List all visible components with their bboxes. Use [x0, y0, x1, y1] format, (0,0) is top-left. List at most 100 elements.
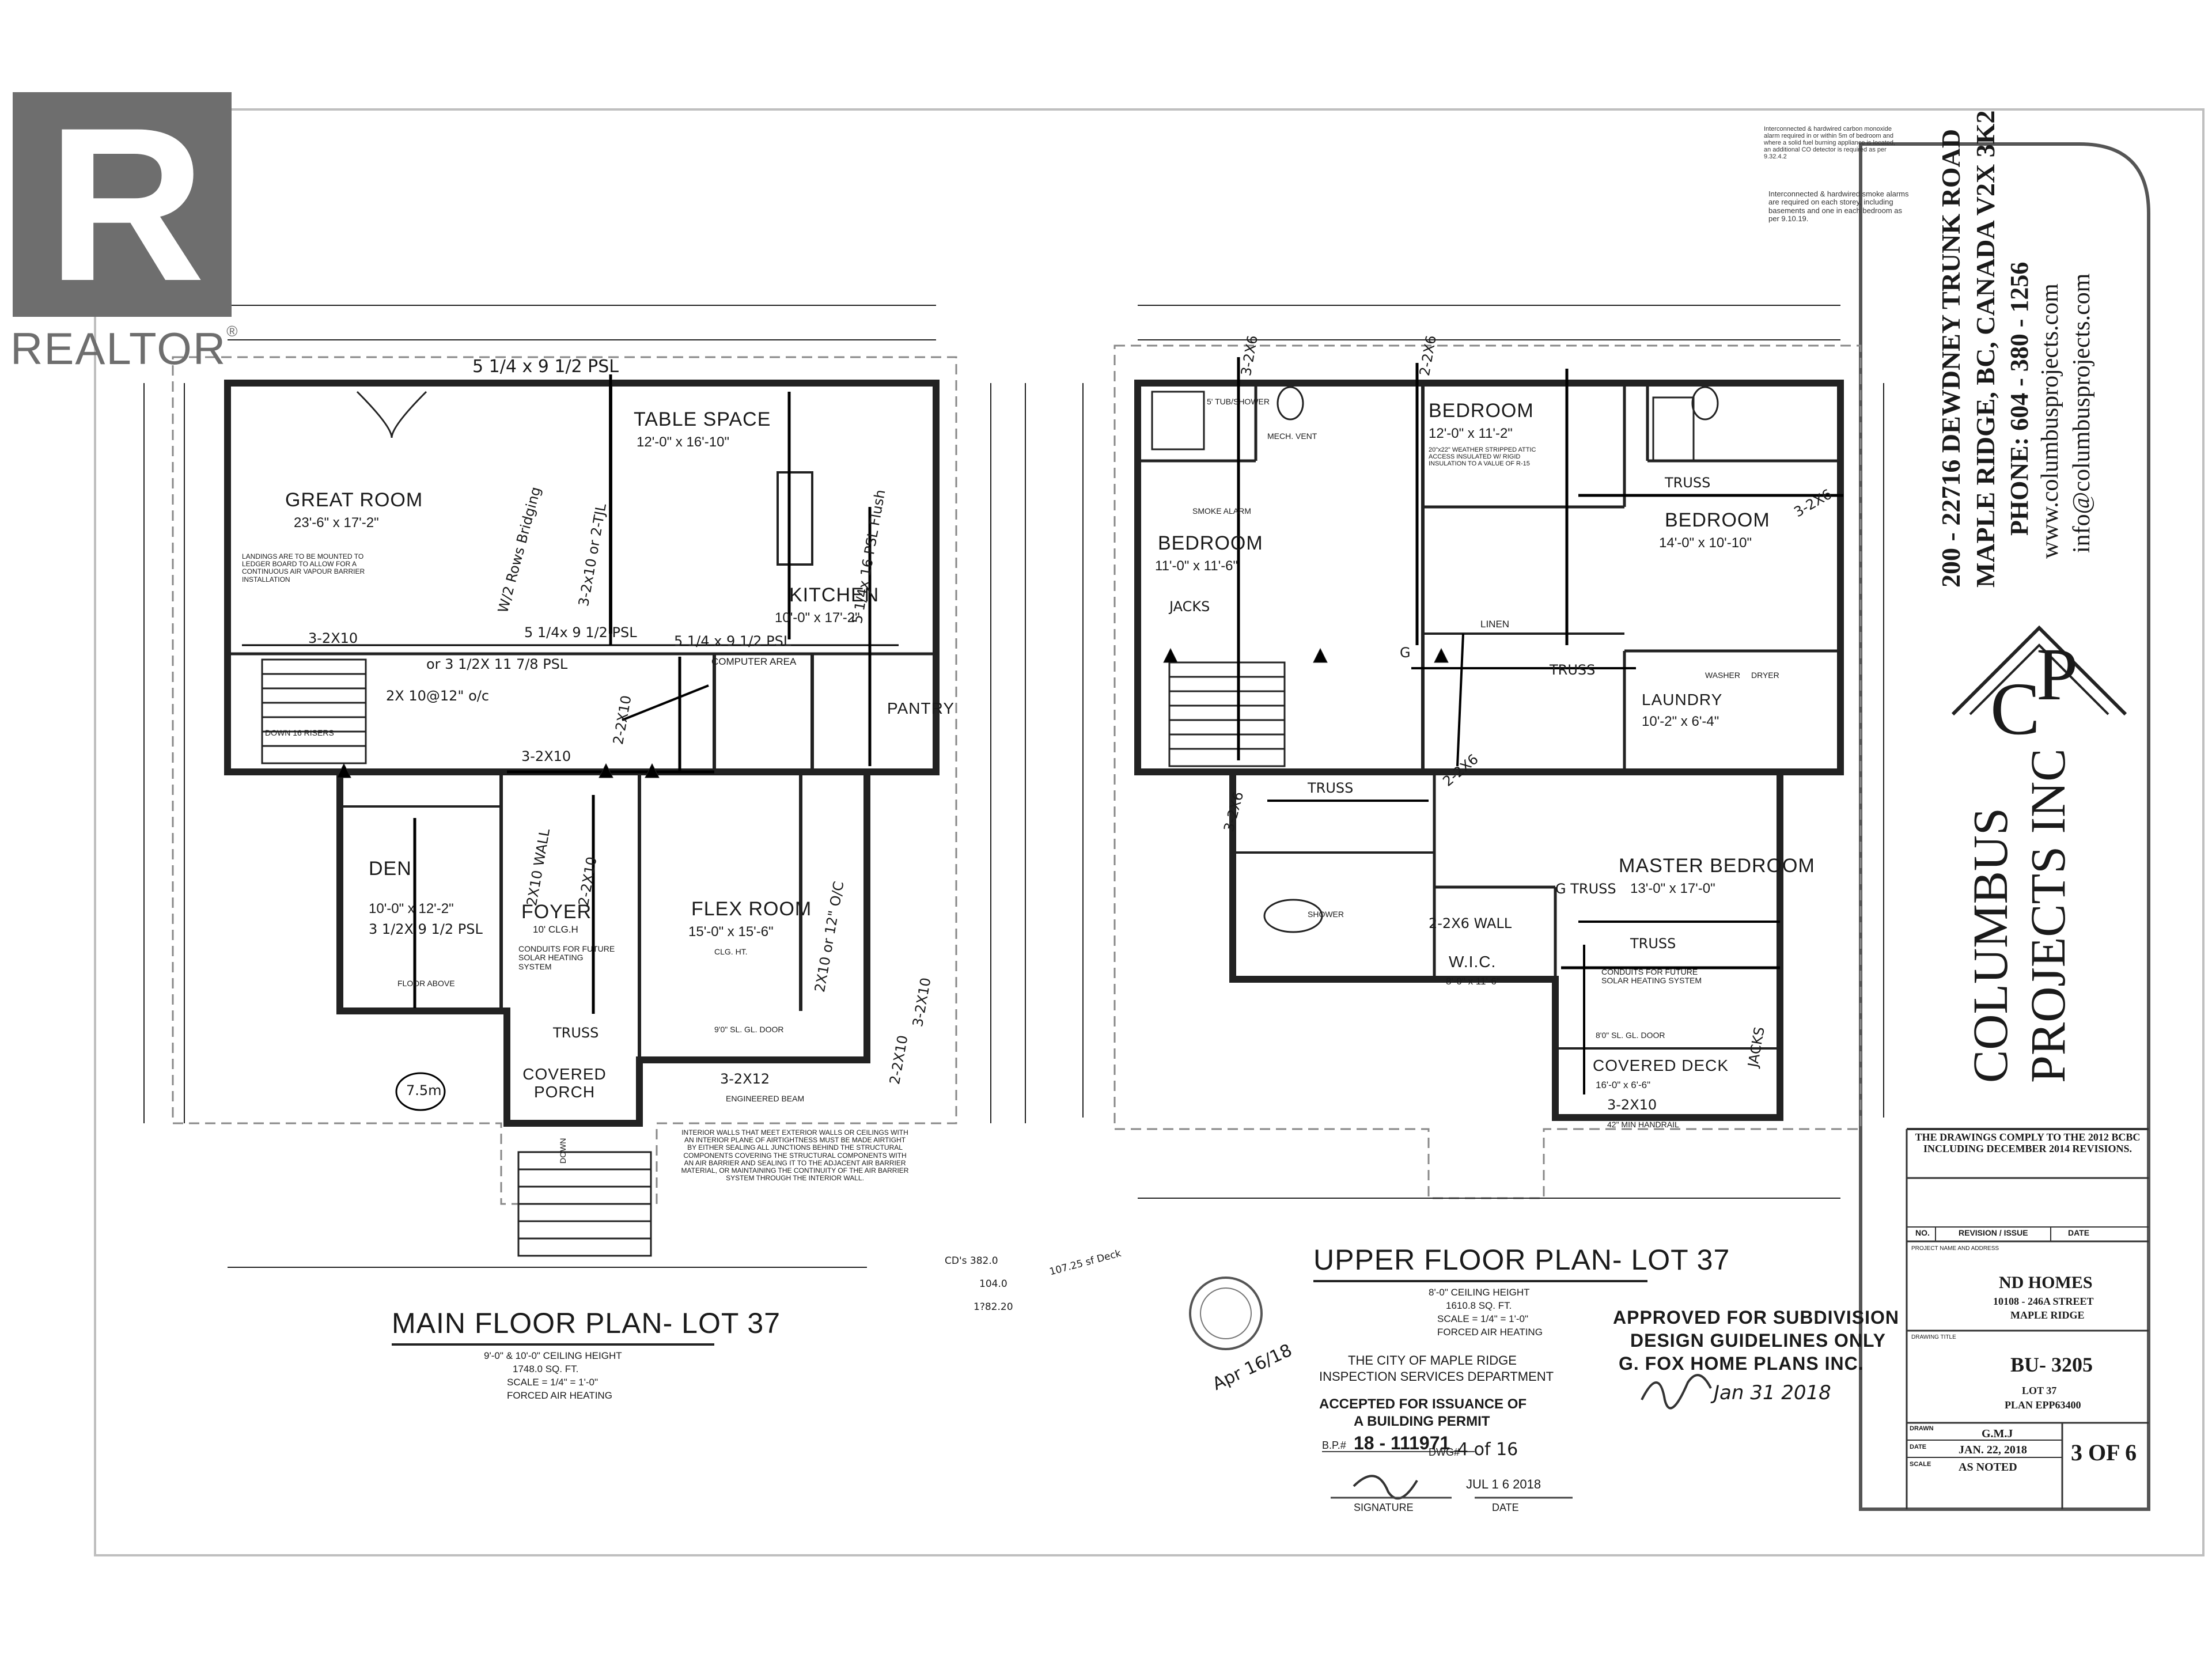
- tb-sheet-number: 3 OF 6: [2071, 1440, 2137, 1465]
- stamp-handwritten-date: Jan 31 2018: [1714, 1381, 1831, 1404]
- main-note-3-2x10-mid: 3-2X10: [521, 748, 571, 764]
- city-stamp-date-label: DATE: [1492, 1502, 1519, 1513]
- tb-email: info@columbusprojects.com: [2069, 273, 2095, 553]
- upper-note-handrail: 42" MIN HANDRAIL: [1607, 1120, 1679, 1129]
- tb-scale-label: SCALE: [1910, 1461, 1931, 1468]
- sheet-border: [94, 108, 2205, 1556]
- tb-address-2: MAPLE RIDGE, BC, CANADA V2X 3K2: [1971, 110, 2000, 588]
- city-stamp-dwg-value: 4 of 16: [1457, 1440, 1518, 1460]
- tb-company-1: COLUMBUS: [1963, 808, 2018, 1083]
- main-room-label-table-space: TABLE SPACE: [634, 408, 771, 430]
- upper-note-sl-gl-door: 8'0" SL. GL. DOOR: [1596, 1031, 1665, 1040]
- main-room-label-great-room: GREAT ROOM: [285, 489, 423, 511]
- upper-room-label-bedroom-3: BEDROOM: [1665, 509, 1770, 531]
- co-alarm-note: Interconnected & hardwired carbon monoxi…: [1764, 126, 1896, 161]
- main-note-down: DOWN: [558, 1138, 567, 1164]
- upper-room-label-covered-deck: COVERED DECK: [1593, 1056, 1729, 1074]
- tb-web: www.columbusprojects.com: [2037, 283, 2063, 559]
- main-room-size-den: 10'-0" x 12'-2": [369, 901, 454, 916]
- main-note-conduits: CONDUITS FOR FUTURE SOLAR HEATING SYSTEM: [518, 944, 615, 971]
- main-room-label-pantry: PANTRY: [887, 699, 955, 717]
- main-room-size-kitchen: 10'-0" x 17'-2": [775, 610, 860, 626]
- main-note-3-2x10-left: 3-2X10: [308, 630, 358, 646]
- tb-drawing-label: DRAWING TITLE: [1911, 1334, 1956, 1340]
- main-note-den-psl: 3 1/2X 9 1/2 PSL: [369, 921, 483, 937]
- tb-monogram-c: C: [1990, 668, 2040, 751]
- tb-col-date: DATE: [2068, 1228, 2090, 1237]
- main-note-computer-area: COMPUTER AREA: [711, 656, 797, 667]
- upper-room-label-laundry: LAUNDRY: [1642, 691, 1723, 709]
- tb-scale: AS NOTED: [1959, 1461, 2017, 1474]
- stamp-cds-note: CD's 382.0: [945, 1255, 998, 1267]
- stamp-cds-note-3: 1?82.20: [974, 1301, 1013, 1313]
- main-room-label-den: DEN: [369, 858, 412, 880]
- upper-room-label-bedroom-2: BEDROOM: [1158, 532, 1263, 554]
- main-note-2x10-12oc: 2X 10@12" o/c: [386, 688, 490, 704]
- main-floor-area: 1748.0 SQ. FT.: [513, 1363, 579, 1374]
- upper-note-truss-b: TRUSS: [1550, 662, 1596, 678]
- tb-client-addr-1: 10108 - 246A STREET: [1993, 1296, 2094, 1307]
- city-stamp-signature-label: SIGNATURE: [1354, 1502, 1414, 1513]
- main-note-sl-gl-door: 9'0" SL. GL. DOOR: [714, 1025, 784, 1034]
- upper-room-label-wic: W.I.C.: [1449, 953, 1497, 971]
- city-stamp-dwg-label: DWG#: [1429, 1446, 1460, 1458]
- realtor-logo: R: [13, 92, 232, 317]
- stamp-cds-note-2: 104.0: [979, 1278, 1007, 1290]
- upper-floor-heating: FORCED AIR HEATING: [1437, 1327, 1543, 1338]
- upper-note-conduits: CONDUITS FOR FUTURE SOLAR HEATING SYSTEM: [1601, 967, 1702, 986]
- city-stamp-bp-label: B.P.#: [1322, 1440, 1346, 1451]
- upper-room-size-covered-deck: 16'-0" x 6'-6": [1596, 1080, 1651, 1090]
- stamp-gfox: G. FOX HOME PLANS INC.: [1619, 1353, 1864, 1374]
- tb-client: ND HOMES: [1999, 1273, 2093, 1292]
- upper-room-size-laundry: 10'-2" x 6'-4": [1642, 714, 1719, 729]
- upper-room-size-wic: 8'-0" x 11'-6": [1446, 976, 1500, 987]
- upper-room-size-bedroom-1: 12'-0" x 11'-2": [1429, 426, 1513, 441]
- main-floor-heating: FORCED AIR HEATING: [507, 1390, 612, 1401]
- tb-phone: PHONE: 604 - 380 - 1256: [2005, 262, 2033, 536]
- upper-note-dryer: DRYER: [1751, 671, 1779, 680]
- main-title-underline: [392, 1343, 714, 1346]
- title-block-frame: [1859, 142, 2150, 1511]
- main-floor-scale: SCALE = 1/4" = 1'-0": [507, 1377, 599, 1388]
- upper-title-underline: [1313, 1280, 1647, 1282]
- main-note-floor-above: FLOOR ABOVE: [397, 979, 455, 988]
- main-note-clg-ht: CLG. HT.: [714, 947, 748, 956]
- main-note-3-1-2-psl: or 3 1/2X 11 7/8 PSL: [426, 656, 568, 672]
- main-floor-title: MAIN FLOOR PLAN- LOT 37: [392, 1307, 781, 1339]
- main-note-landings: LANDINGS ARE TO BE MOUNTED TO LEDGER BOA…: [242, 552, 365, 584]
- tb-drawing-no: BU- 3205: [2010, 1353, 2093, 1376]
- upper-note-3-2x10: 3-2X10: [1607, 1097, 1657, 1113]
- upper-floor-area: 1610.8 SQ. FT.: [1446, 1300, 1512, 1311]
- tb-project-label: PROJECT NAME AND ADDRESS: [1911, 1245, 1999, 1252]
- upper-room-label-master-bedroom: MASTER BEDROOM: [1619, 855, 1815, 877]
- stamp-design-guidelines: DESIGN GUIDELINES ONLY: [1630, 1330, 1886, 1351]
- tb-client-addr-2: MAPLE RIDGE: [2010, 1309, 2085, 1321]
- city-stamp-dept: INSPECTION SERVICES DEPARTMENT: [1319, 1369, 1554, 1384]
- tb-compliance: THE DRAWINGS COMPLY TO THE 2012 BCBC INC…: [1915, 1131, 2141, 1154]
- upper-note-truss-a: TRUSS: [1665, 475, 1711, 491]
- smoke-alarm-note: Interconnected & hardwired smoke alarms …: [1768, 190, 1909, 223]
- upper-room-label-bedroom-1: BEDROOM: [1429, 400, 1534, 422]
- stamp-approved: APPROVED FOR SUBDIVISION: [1613, 1307, 1899, 1328]
- main-room-label-flex-room: FLEX ROOM: [691, 898, 812, 920]
- main-note-7-5m: 7.5m: [406, 1082, 442, 1099]
- upper-room-size-bedroom-2: 11'-0" x 11'-6": [1155, 558, 1238, 574]
- main-note-truss: TRUSS: [553, 1025, 599, 1041]
- tb-date-label: DATE: [1910, 1444, 1927, 1450]
- city-stamp-date-value: JUL 1 6 2018: [1466, 1477, 1541, 1491]
- main-room-size-table-space: 12'-0" x 16'-10": [637, 434, 729, 450]
- upper-floor-scale: SCALE = 1/4" = 1'-0": [1437, 1313, 1529, 1324]
- upper-note-smoke-alarm: SMOKE ALARM: [1192, 506, 1251, 516]
- upper-floor-linework: [1082, 305, 1884, 1199]
- main-note-3-2x12: 3-2X12: [720, 1071, 770, 1087]
- upper-note-truss-c: TRUSS: [1308, 780, 1354, 796]
- upper-note-mech-vent: MECH. VENT: [1267, 431, 1317, 441]
- upper-floor-ceiling: 8'-0" CEILING HEIGHT: [1429, 1287, 1530, 1298]
- main-note-beam-top: 5 1/4 x 9 1/2 PSL: [472, 357, 619, 377]
- city-stamp-bp-number: 18 - 111971: [1354, 1433, 1450, 1453]
- main-note-air-barrier: INTERIOR WALLS THAT MEET EXTERIOR WALLS …: [681, 1128, 909, 1183]
- city-stamp-city: THE CITY OF MAPLE RIDGE: [1348, 1353, 1517, 1368]
- main-note-psl-1: 5 1/4x 9 1/2 PSL: [524, 624, 637, 641]
